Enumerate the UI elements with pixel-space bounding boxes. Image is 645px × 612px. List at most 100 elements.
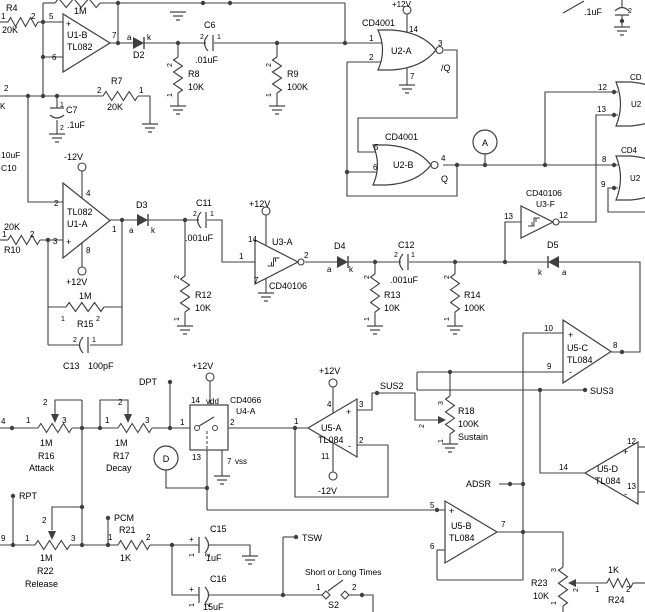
schematic-label: 2 xyxy=(4,84,9,93)
schematic-label: 1K xyxy=(120,553,131,563)
schematic-label: 2 xyxy=(200,34,204,41)
junction-dot xyxy=(454,162,460,168)
schematic-label: Release xyxy=(25,579,58,589)
schematic-label: 4 xyxy=(1,417,6,426)
junction-dot xyxy=(169,542,175,548)
schematic-label: 1M xyxy=(74,6,87,16)
schematic-label: DPT xyxy=(139,377,158,387)
opamp-symbol xyxy=(583,440,639,506)
schematic-label: 15uF xyxy=(203,602,224,612)
wire xyxy=(357,392,438,421)
potentiometer-wiper-icon xyxy=(51,414,59,423)
junction-dot xyxy=(520,529,526,535)
schematic-label: 10K xyxy=(195,303,211,313)
hysteresis-icon xyxy=(528,217,540,227)
schematic-label: 10 xyxy=(544,324,553,333)
schematic-label: 2 xyxy=(118,398,123,407)
schematic-label: 1 xyxy=(438,439,445,443)
schematic-label: TL084 xyxy=(595,476,621,486)
schematic-label: 2 xyxy=(394,252,398,259)
schematic-label: 3 xyxy=(551,568,558,572)
schematic-label: 1K xyxy=(608,565,619,575)
wire xyxy=(357,49,458,153)
schematic-label: 1 xyxy=(139,86,144,95)
schematic-label: 8 xyxy=(613,341,618,350)
schematic-label: R17 xyxy=(113,451,130,461)
junction-dot xyxy=(482,162,488,168)
schematic-label: 2 xyxy=(230,418,235,427)
wire xyxy=(539,390,585,474)
junction-dot xyxy=(167,425,173,431)
schematic-label: a xyxy=(562,268,567,277)
schematic-label: 2 xyxy=(573,588,580,592)
junction-dot xyxy=(45,237,51,243)
schematic-label: .1uF xyxy=(67,120,86,130)
schematic-label: 13 xyxy=(597,105,606,114)
junction-dot xyxy=(274,40,280,46)
nor-gate-symbol xyxy=(372,144,432,186)
supply-terminal xyxy=(402,5,412,15)
schematic-label: 1 xyxy=(411,252,415,259)
schematic-label: - xyxy=(348,441,351,451)
schmitt-inverter-symbol xyxy=(254,239,300,285)
schematic-label: 8 xyxy=(602,155,607,164)
schematic-label: ADSR xyxy=(466,479,492,489)
wire xyxy=(54,399,82,414)
schematic-label: a xyxy=(327,265,332,274)
wire xyxy=(171,545,199,596)
schematic-label: CD40106 xyxy=(269,281,307,291)
wire xyxy=(207,219,255,263)
schematic-label: U5-C xyxy=(567,343,589,353)
schematic-label: Decay xyxy=(106,463,132,473)
schmitt-inverter-symbol xyxy=(520,205,555,239)
schematic-label: +12V xyxy=(392,0,412,9)
schematic-label: 1 xyxy=(595,585,600,594)
schematic-label: 1 xyxy=(294,417,299,426)
schematic-label: R14 xyxy=(464,290,481,300)
schematic-label: 2 xyxy=(60,125,64,132)
ground-icon xyxy=(399,84,415,94)
schematic-label: 1uF xyxy=(206,553,222,563)
junction-dot xyxy=(40,19,46,25)
schematic-label: TL084 xyxy=(567,355,593,365)
wire xyxy=(544,91,618,165)
schematic-label: SUS3 xyxy=(590,386,614,396)
schematic-label: R4 xyxy=(6,3,18,13)
resistor-symbol xyxy=(606,577,634,589)
junction-dot xyxy=(582,387,588,393)
junction-dot xyxy=(167,379,173,385)
schematic-label: R18 xyxy=(458,406,475,416)
potentiometer-wiper-icon xyxy=(48,531,56,540)
schematic-label: TSW xyxy=(302,533,323,543)
schematic-label: k xyxy=(151,226,156,235)
schematic-label: 3 xyxy=(438,401,445,405)
ground-icon xyxy=(258,292,274,302)
schematic-label: R15 xyxy=(77,319,94,329)
schematic-label: 3 xyxy=(145,416,150,425)
schematic-label: D2 xyxy=(133,50,145,60)
resistor-symbol xyxy=(54,0,101,9)
junction-dot xyxy=(359,592,365,598)
ground-icon xyxy=(177,325,193,335)
schematic-label: TL082 xyxy=(67,42,93,52)
schematic-label: R10 xyxy=(4,245,21,255)
schematic-label: PCM xyxy=(114,513,134,523)
junction-dot xyxy=(611,185,617,191)
schematic-label: 9 xyxy=(547,362,552,371)
schematic-label: C13 xyxy=(63,361,80,371)
junction-dot xyxy=(79,425,85,431)
ground-icon xyxy=(170,105,186,115)
ground-icon xyxy=(614,26,630,36)
schematic-label: - xyxy=(624,489,627,499)
resistor-symbol xyxy=(65,301,105,313)
schematic-label: 6 xyxy=(52,53,57,62)
switch-S2-symbol xyxy=(321,579,350,600)
schematic-label: .1uF xyxy=(584,7,603,17)
schematic-label: 2 xyxy=(626,585,631,594)
schematic-label: 1 xyxy=(217,34,221,41)
junction-dot xyxy=(175,40,181,46)
schematic-label: +12V xyxy=(319,366,340,376)
junction-dot xyxy=(79,542,85,548)
junction-dot xyxy=(611,89,617,95)
schematic-label: 1 xyxy=(551,601,558,605)
